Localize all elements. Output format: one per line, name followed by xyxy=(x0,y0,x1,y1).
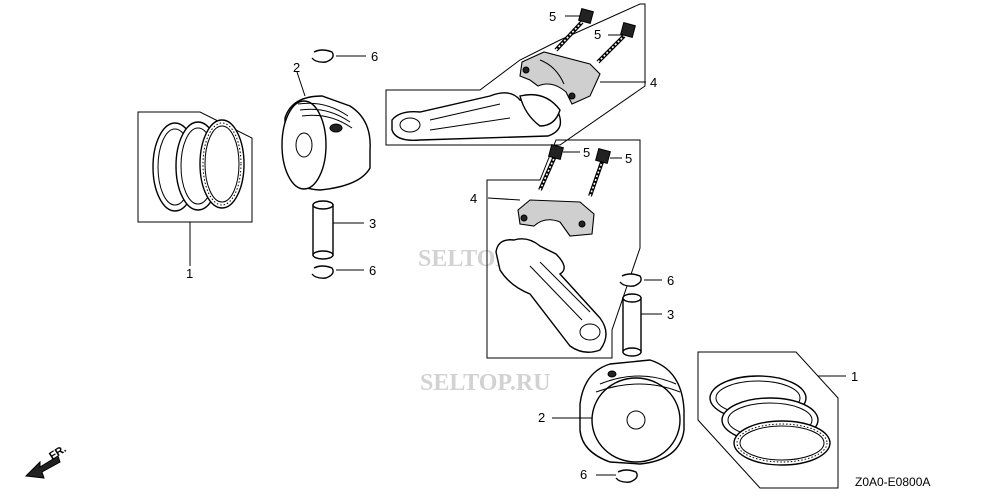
circlip-left-bottom xyxy=(311,265,364,279)
callout-pin-right: 3 xyxy=(667,307,674,322)
callout-bolt-middle-b: 5 xyxy=(625,151,632,166)
piston-left xyxy=(281,71,371,191)
connecting-rod-middle xyxy=(486,139,641,359)
piston-right xyxy=(552,359,685,465)
drawing-code: Z0A0-E0800A xyxy=(855,475,930,489)
callout-clip-left-bottom: 6 xyxy=(369,263,376,278)
bolt-middle-a xyxy=(538,144,580,191)
watermark: SELTOP.RU xyxy=(420,370,551,396)
piston-rings-left xyxy=(137,111,253,266)
callout-clip-right-bottom: 6 xyxy=(580,467,587,482)
callout-rings-right: 1 xyxy=(851,369,858,384)
callout-bolt-middle-a: 5 xyxy=(583,145,590,160)
callout-rod-top: 4 xyxy=(650,75,657,90)
connecting-rod-top xyxy=(385,3,646,146)
piston-rings-right xyxy=(697,351,846,489)
circlip-right-top xyxy=(619,273,662,287)
callout-pin-left: 3 xyxy=(369,216,376,231)
callout-rod-middle: 4 xyxy=(470,191,477,206)
callout-piston-left: 2 xyxy=(293,60,300,75)
piston-pin-right xyxy=(622,293,662,357)
bolt-top-b xyxy=(596,22,636,64)
front-direction-arrow: FR. xyxy=(24,443,69,479)
callout-clip-right-top: 6 xyxy=(667,273,674,288)
bolt-middle-b xyxy=(588,148,622,197)
direction-label: FR. xyxy=(47,443,68,463)
callout-piston-right: 2 xyxy=(538,410,545,425)
circlip-right-bottom xyxy=(596,469,638,483)
callout-bolt-top-b: 5 xyxy=(594,27,601,42)
callout-clip-left-top: 6 xyxy=(371,49,378,64)
callout-rings-left: 1 xyxy=(186,266,193,281)
callout-bolt-top-a: 5 xyxy=(549,9,556,24)
bolt-top-a xyxy=(554,8,594,52)
piston-pin-left xyxy=(312,200,364,260)
circlip-left-top xyxy=(311,49,366,63)
